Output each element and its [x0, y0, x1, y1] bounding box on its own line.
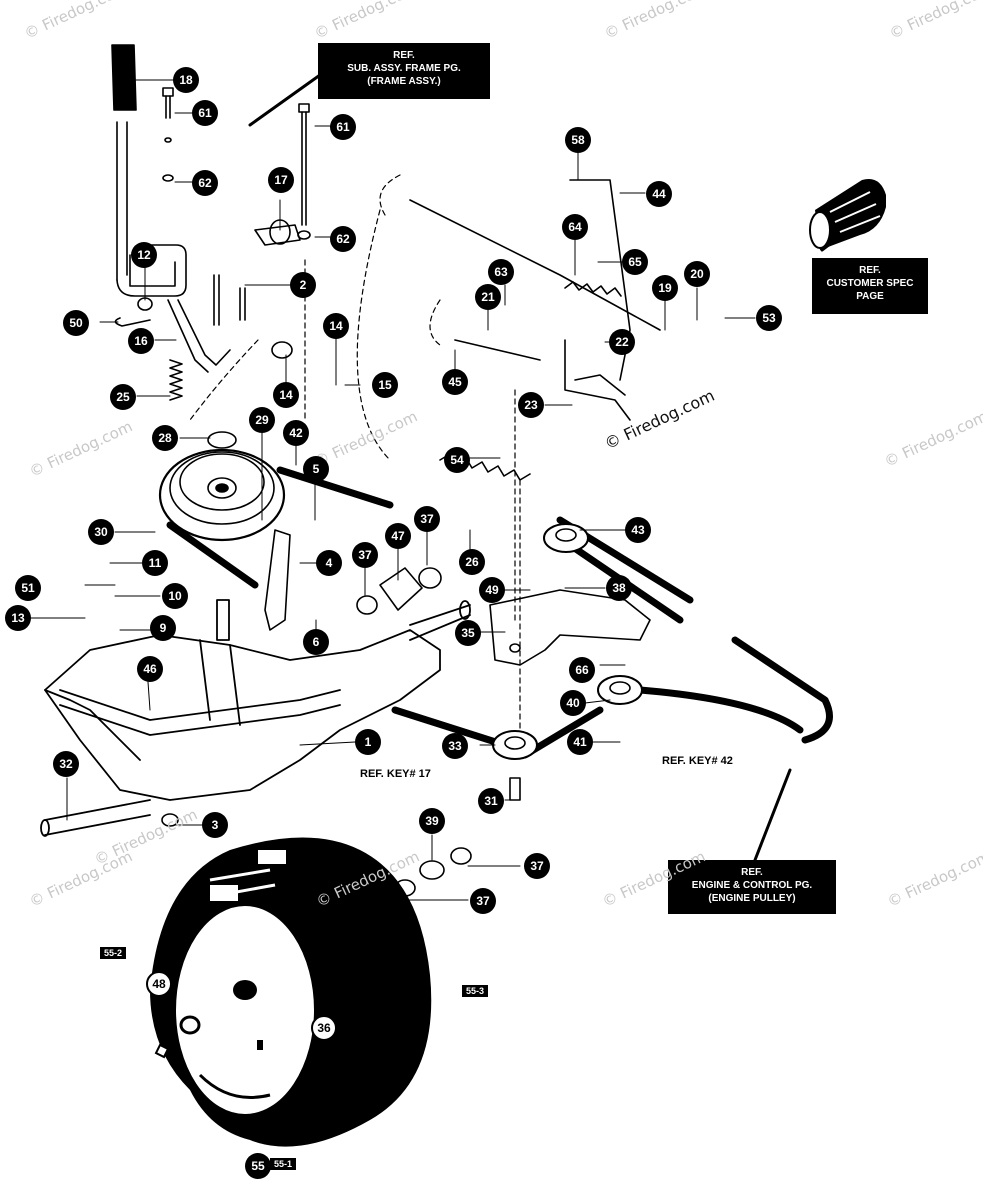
callout-44: 44 — [646, 181, 672, 207]
callout-10: 10 — [162, 583, 188, 609]
callout-6: 6 — [303, 629, 329, 655]
callout-36: 36 — [311, 1015, 337, 1041]
idler-bracket — [489, 589, 651, 666]
callout-30: 30 — [88, 519, 114, 545]
transaxle — [40, 599, 471, 837]
callout-19: 19 — [652, 275, 678, 301]
callout-62: 62 — [192, 170, 218, 196]
callout-45: 45 — [442, 369, 468, 395]
callout-35: 35 — [455, 620, 481, 646]
callout-26: 26 — [459, 549, 485, 575]
ref-spec-line2: CUSTOMER SPEC — [826, 278, 914, 289]
callout-25: 25 — [110, 384, 136, 410]
callout-15: 15 — [372, 372, 398, 398]
main-pulley — [158, 431, 286, 542]
callout-61: 61 — [330, 114, 356, 140]
ref-frame-line3: (FRAME ASSY.) — [367, 76, 441, 87]
ref-engine-line3: (ENGINE PULLEY) — [708, 893, 796, 904]
callout-53: 53 — [756, 305, 782, 331]
bracket-4 — [264, 529, 291, 631]
callout-13: 13 — [5, 605, 31, 631]
ref-spec-line3: PAGE — [856, 291, 884, 302]
callout-1: 1 — [355, 729, 381, 755]
callout-12: 12 — [131, 242, 157, 268]
callout-14: 14 — [323, 313, 349, 339]
callout-43: 43 — [625, 517, 651, 543]
callout-47: 47 — [385, 523, 411, 549]
callout-3: 3 — [202, 812, 228, 838]
callout-37: 37 — [524, 853, 550, 879]
callout-5: 5 — [303, 456, 329, 482]
callout-65: 65 — [622, 249, 648, 275]
drive-belt — [166, 466, 833, 759]
callout-61: 61 — [192, 100, 218, 126]
callout-32: 32 — [53, 751, 79, 777]
ref-spec-line1: REF. — [859, 265, 881, 276]
rear-wheel — [150, 837, 432, 1147]
callout-20: 20 — [684, 261, 710, 287]
callout-37: 37 — [352, 542, 378, 568]
callout-18: 18 — [173, 67, 199, 93]
idler-pulleys — [492, 523, 643, 760]
callout-66: 66 — [569, 657, 595, 683]
callout-42: 42 — [283, 420, 309, 446]
callout-23: 23 — [518, 392, 544, 418]
tag-55-2: 55-2 — [100, 947, 127, 959]
ref-box-customer-spec: REF. CUSTOMER SPEC PAGE — [812, 258, 928, 314]
callout-64: 64 — [562, 214, 588, 240]
ref-box-frame: REF. SUB. ASSY. FRAME PG. (FRAME ASSY.) — [318, 43, 490, 99]
callout-62: 62 — [330, 226, 356, 252]
bushing-47 — [356, 567, 442, 615]
spring-64 — [564, 281, 622, 297]
callout-63: 63 — [488, 259, 514, 285]
callout-9: 9 — [150, 615, 176, 641]
callout-40: 40 — [560, 690, 586, 716]
callout-22: 22 — [609, 329, 635, 355]
callout-14: 14 — [273, 382, 299, 408]
ref-frame-line2: SUB. ASSY. FRAME PG. — [347, 63, 461, 74]
callout-31: 31 — [478, 788, 504, 814]
hand-grip — [809, 179, 886, 250]
callout-33: 33 — [442, 733, 468, 759]
control-rods — [409, 179, 661, 421]
callout-55: 55 — [245, 1153, 271, 1179]
tag-55-1: 55-1 — [270, 1158, 297, 1170]
callout-11: 11 — [142, 550, 168, 576]
spring-25 — [169, 359, 183, 401]
ref-engine-line1: REF. — [741, 867, 763, 878]
callout-41: 41 — [567, 729, 593, 755]
ref-key-17: REF. KEY# 17 — [360, 768, 431, 780]
callout-54: 54 — [444, 447, 470, 473]
callout-28: 28 — [152, 425, 178, 451]
upper-bolts — [162, 87, 311, 246]
callout-46: 46 — [137, 656, 163, 682]
callout-39: 39 — [419, 808, 445, 834]
callout-37: 37 — [470, 888, 496, 914]
ref-box-engine: REF. ENGINE & CONTROL PG. (ENGINE PULLEY… — [668, 860, 836, 914]
callout-50: 50 — [63, 310, 89, 336]
callout-17: 17 — [268, 167, 294, 193]
callout-58: 58 — [565, 127, 591, 153]
callout-48: 48 — [146, 971, 172, 997]
shift-lever — [111, 44, 231, 373]
callout-16: 16 — [128, 328, 154, 354]
callout-51: 51 — [15, 575, 41, 601]
callout-2: 2 — [290, 272, 316, 298]
callout-49: 49 — [479, 577, 505, 603]
callout-38: 38 — [606, 575, 632, 601]
ref-frame-line1: REF. — [393, 50, 415, 61]
callout-4: 4 — [316, 550, 342, 576]
callout-29: 29 — [249, 407, 275, 433]
callout-37: 37 — [414, 506, 440, 532]
ref-key-42: REF. KEY# 42 — [662, 755, 733, 767]
callout-21: 21 — [475, 284, 501, 310]
tag-55-3: 55-3 — [462, 985, 489, 997]
ref-engine-line2: ENGINE & CONTROL PG. — [691, 880, 813, 891]
